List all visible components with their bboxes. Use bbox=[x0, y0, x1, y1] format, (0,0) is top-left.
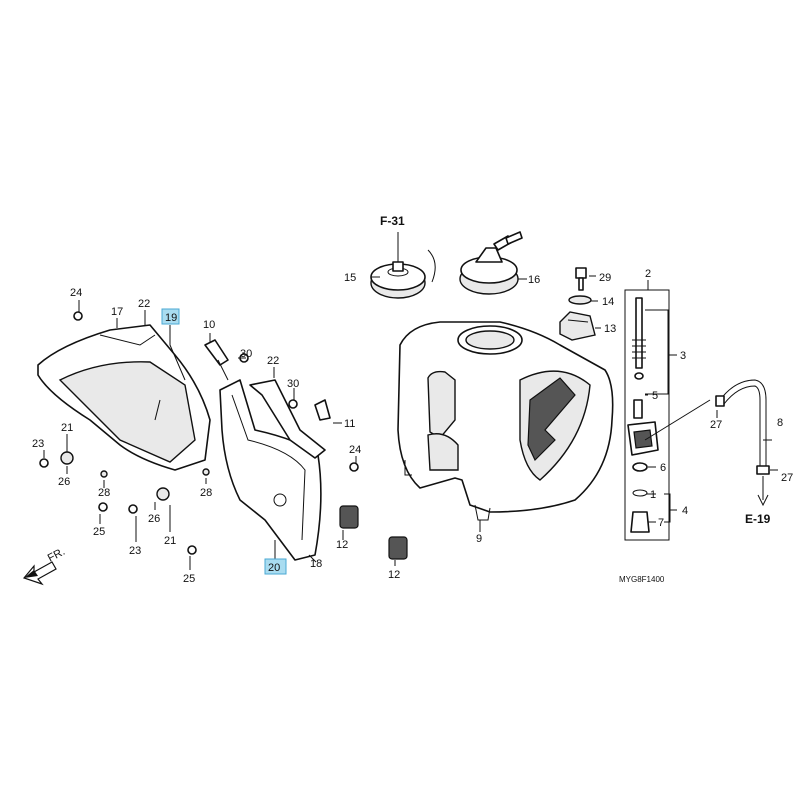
callout-16: 16 bbox=[528, 274, 540, 286]
bracket-22[interactable] bbox=[249, 379, 326, 459]
callout-28a: 28 bbox=[98, 487, 110, 499]
fuel-cap-15[interactable] bbox=[370, 249, 436, 299]
highlight-20 bbox=[264, 558, 287, 575]
callout-24a: 24 bbox=[70, 287, 82, 299]
callout-21b: 21 bbox=[164, 535, 176, 547]
callout-22b: 22 bbox=[267, 355, 279, 367]
callout-29: 29 bbox=[599, 272, 611, 284]
shroud-upper-17[interactable] bbox=[37, 324, 211, 471]
callout-26a: 26 bbox=[58, 476, 70, 488]
callout-1: 1 bbox=[650, 489, 656, 501]
ref-e19: E-19 bbox=[745, 512, 771, 526]
bracket-11[interactable] bbox=[314, 399, 331, 421]
callout-21a: 21 bbox=[61, 422, 73, 434]
callout-4: 4 bbox=[682, 505, 688, 517]
callout-7: 7 bbox=[658, 517, 664, 529]
callout-11: 11 bbox=[344, 418, 355, 430]
callout-27b: 27 bbox=[781, 472, 793, 484]
callout-15: 15 bbox=[344, 272, 356, 284]
callout-2: 2 bbox=[645, 268, 651, 280]
callout-19: 19 bbox=[165, 312, 177, 324]
callout-25a: 25 bbox=[93, 526, 105, 538]
callout-14: 14 bbox=[602, 296, 614, 308]
fuel-tank-9[interactable] bbox=[397, 321, 614, 521]
callout-labels: 1 2 3 4 5 6 7 8 9 10 11 12 12 13 14 15 1… bbox=[32, 268, 793, 585]
front-arrow: FR. bbox=[22, 546, 67, 586]
callout-18: 18 bbox=[310, 558, 322, 570]
callout-10: 10 bbox=[203, 319, 215, 331]
rubber-12[interactable] bbox=[339, 505, 408, 560]
washer-14[interactable] bbox=[568, 295, 592, 305]
callout-24b: 24 bbox=[349, 444, 361, 456]
callout-23b: 23 bbox=[129, 545, 141, 557]
callout-8: 8 bbox=[777, 417, 783, 429]
callout-13: 13 bbox=[604, 323, 616, 335]
front-label: FR. bbox=[46, 546, 67, 565]
callout-6: 6 bbox=[660, 462, 666, 474]
callout-5: 5 bbox=[652, 390, 658, 402]
callout-3: 3 bbox=[680, 350, 686, 362]
callout-30b: 30 bbox=[287, 378, 299, 390]
leader-lines bbox=[43, 232, 778, 570]
fuel-valve-assembly[interactable] bbox=[624, 289, 711, 541]
fuel-hose-8[interactable] bbox=[715, 379, 770, 507]
callout-12b: 12 bbox=[388, 569, 400, 581]
fuel-cap-16[interactable] bbox=[459, 231, 523, 295]
callout-30a: 30 bbox=[240, 348, 252, 360]
callout-27a: 27 bbox=[710, 419, 722, 431]
callout-22a: 22 bbox=[138, 298, 150, 310]
callout-25b: 25 bbox=[183, 573, 195, 585]
diagram-code: MYG8F1400 bbox=[619, 575, 665, 584]
highlight-19 bbox=[161, 308, 180, 325]
bracket-13[interactable] bbox=[559, 311, 596, 341]
callout-26b: 26 bbox=[148, 513, 160, 525]
callout-23a: 23 bbox=[32, 438, 44, 450]
bolts-misc bbox=[39, 311, 359, 555]
bracket-10[interactable] bbox=[204, 339, 229, 381]
callout-12a: 12 bbox=[336, 539, 348, 551]
callout-17: 17 bbox=[111, 306, 123, 318]
callout-9: 9 bbox=[476, 533, 482, 545]
shroud-side-20[interactable] bbox=[219, 379, 322, 561]
callout-20: 20 bbox=[268, 562, 280, 574]
bolt-29[interactable] bbox=[575, 267, 587, 291]
ref-f31: F-31 bbox=[380, 214, 405, 228]
callout-28b: 28 bbox=[200, 487, 212, 499]
